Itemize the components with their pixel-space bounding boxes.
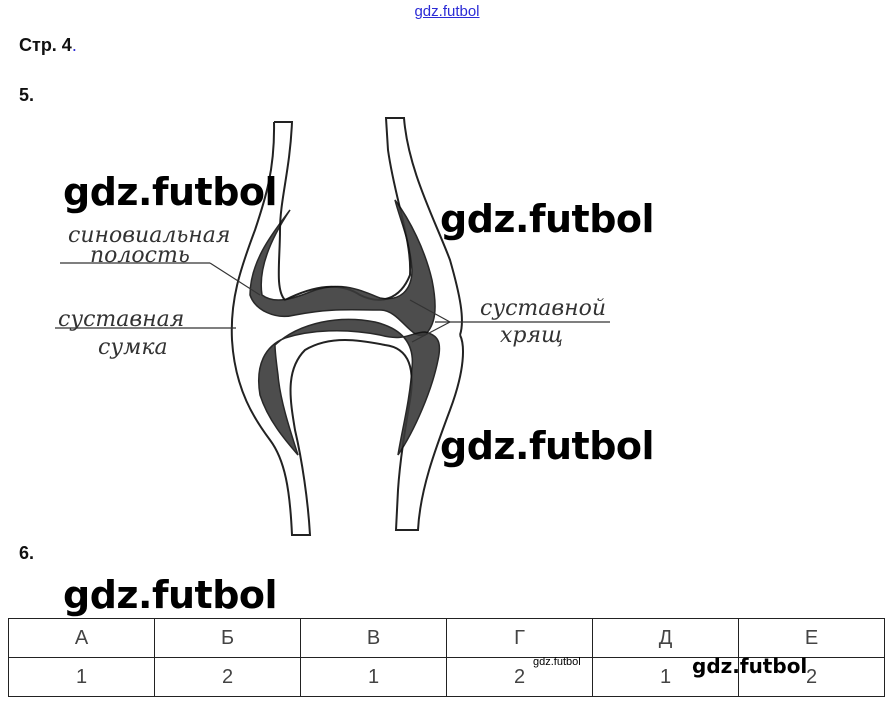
question-5-number: 5. xyxy=(19,85,35,105)
table-cell: 1 xyxy=(300,657,447,697)
pointer-cartilage-b xyxy=(409,299,451,323)
label-cartilage-2: хрящ xyxy=(500,323,563,348)
upper-cartilage xyxy=(249,199,436,337)
lower-cartilage xyxy=(258,318,441,456)
answer-table: А Б В Г Д Е 1 2 1 2 1 2 xyxy=(8,618,885,697)
pointer-synovial-diag xyxy=(209,262,261,296)
label-synovial-2: полость xyxy=(90,243,190,268)
table-header-cell: Б xyxy=(154,618,301,658)
question-6-number: 6. xyxy=(19,543,35,563)
table-row: 1 2 1 2 1 2 xyxy=(8,657,885,697)
watermark-3: gdz.futbol xyxy=(440,424,655,468)
label-capsule-2: сумка xyxy=(98,335,168,360)
watermark-4: gdz.futbol xyxy=(63,573,278,617)
table-cell: 1 xyxy=(8,657,155,697)
page-title: Стр. 4. xyxy=(19,35,77,56)
pointer-cartilage-c xyxy=(411,321,451,343)
table-cell: 1 xyxy=(592,657,739,697)
table-cell: 2 xyxy=(738,657,885,697)
watermark-2: gdz.futbol xyxy=(440,197,655,241)
table-header-cell: Г xyxy=(446,618,593,658)
upper-bone-outline xyxy=(274,117,463,336)
table-header-cell: В xyxy=(300,618,447,658)
upper-bone-left-edge xyxy=(230,121,276,341)
table-header-cell: Е xyxy=(738,618,885,658)
label-synovial-1: синовиальная xyxy=(68,223,230,248)
page-label: Стр. 4 xyxy=(19,35,72,55)
joint-diagram: синовиальная полость суставная сумка сус… xyxy=(55,117,610,536)
table-header-row: А Б В Г Д Е xyxy=(8,618,885,658)
page-dot: . xyxy=(71,35,77,55)
watermark-top-link[interactable]: gdz.futbol xyxy=(414,3,480,20)
table-header-cell: А xyxy=(8,618,155,658)
table-cell: 2 xyxy=(154,657,301,697)
watermark-medium: gdz.futbol xyxy=(692,654,808,678)
watermark-small: gdz.futbol xyxy=(533,656,581,668)
table-header-cell: Д xyxy=(592,618,739,658)
label-cartilage-1: суставной xyxy=(480,296,606,321)
label-capsule-1: суставная xyxy=(58,307,184,332)
lower-bone-outline xyxy=(231,334,464,536)
table-cell: 2 xyxy=(446,657,593,697)
watermark-1: gdz.futbol xyxy=(63,170,278,214)
